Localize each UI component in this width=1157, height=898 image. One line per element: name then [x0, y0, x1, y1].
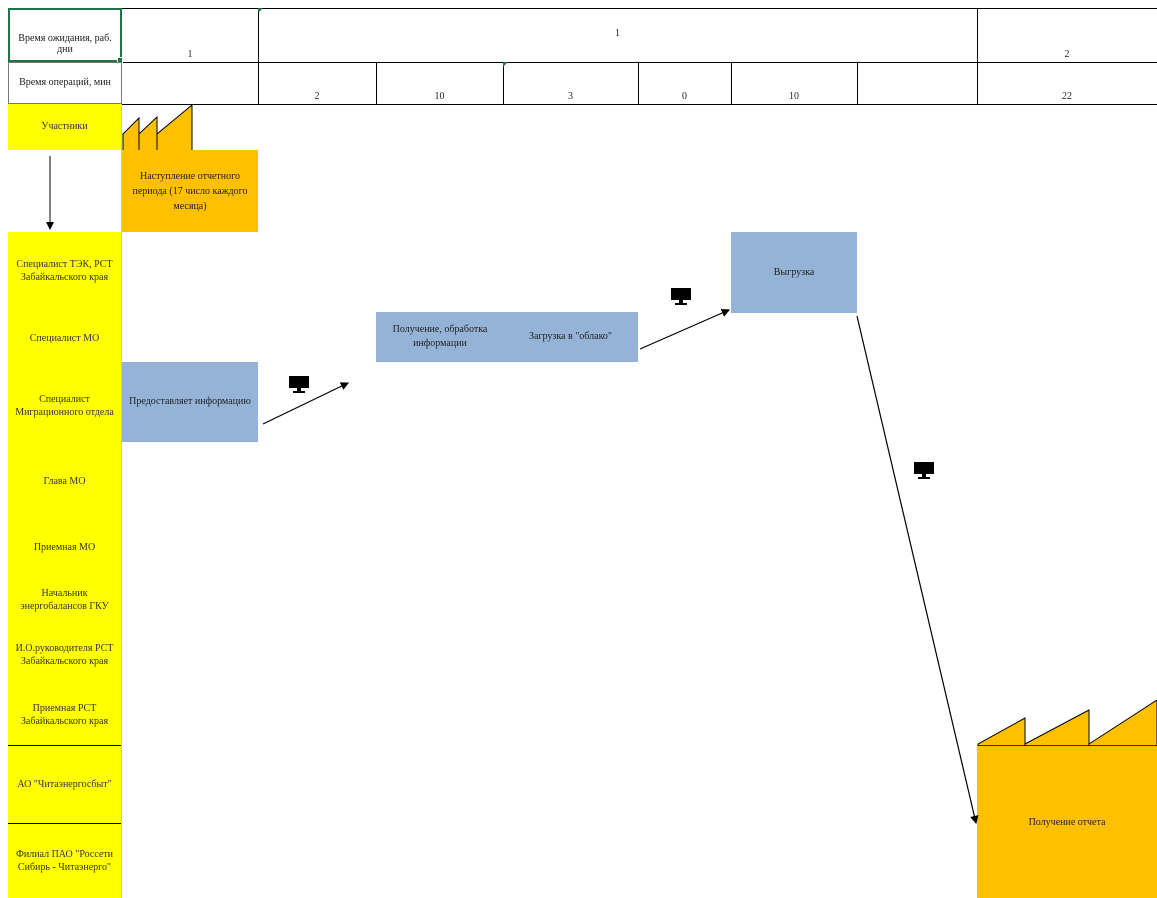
header-vline-6 [731, 62, 732, 104]
lanes-column [8, 104, 121, 898]
computer-icon [671, 288, 691, 305]
op-value: 0 [682, 90, 687, 102]
start-event-box[interactable]: Наступление отчетного периода (17 число … [122, 150, 258, 232]
op-value-cell[interactable]: 10 [376, 62, 503, 104]
lane-label: АО "Читаэнергосбыт" [17, 778, 112, 790]
export-label: Выгрузка [773, 266, 815, 278]
arrow-export-to-report [856, 315, 979, 825]
header-vline-3 [376, 62, 377, 104]
computer-icon [289, 376, 309, 393]
lane-row: Специалист Миграционного отдела [8, 368, 121, 444]
comment-marker [503, 62, 508, 67]
header-vline-5 [638, 62, 639, 104]
lane-label: Глава МО [43, 476, 86, 488]
wait-value-cell[interactable]: 1 [258, 8, 977, 62]
upload-cloud-label: Загрузка в "облако" [528, 331, 613, 342]
participants-arrow-box [8, 150, 121, 232]
lane-row: Специалист МО [8, 310, 121, 368]
computer-icon [914, 462, 934, 479]
wait-time-header-cell[interactable]: Время ожидания, раб. дни [8, 8, 122, 62]
op-value-cell[interactable]: 2 [258, 62, 376, 104]
wait-time-label: Время ожидания, раб. дни [18, 32, 112, 56]
upload-cloud-box[interactable]: Загрузка в "облако" [503, 312, 638, 362]
down-arrow-icon [46, 156, 54, 230]
lanes-column-border [121, 104, 122, 898]
op-value: 22 [1062, 90, 1072, 102]
op-value-cell[interactable]: 10 [731, 62, 857, 104]
header-vline-4 [503, 62, 504, 104]
wait-value: 2 [1064, 48, 1070, 60]
lane-label: Филиал ПАО "Россети Сибирь - Читаэнерго" [15, 848, 114, 874]
op-time-label: Время операций, мин [19, 77, 111, 89]
provide-info-box[interactable]: Предоставляет информацию [122, 362, 258, 442]
op-value: 2 [314, 90, 320, 102]
start-event-label: Наступление отчетного периода (17 число … [132, 170, 248, 212]
receive-info-box[interactable]: Получение, обработка информации [376, 312, 504, 362]
header-vline-1 [258, 8, 259, 104]
lane-participants: Участники [8, 104, 121, 150]
wait-value-cell[interactable]: 1 [122, 8, 258, 62]
lane-label: Начальник энергобалансов ГКУ [20, 587, 109, 613]
receive-info-label: Получение, обработка информации [392, 324, 488, 349]
header-bottom-border [122, 104, 1157, 105]
lane-row: Начальник энергобалансов ГКУ [8, 576, 121, 624]
header-mid-border [122, 62, 1157, 63]
lane-row: Приемная РСТ Забайкальского края [8, 686, 121, 744]
lane-label: И.О.руководителя РСТ Забайкальского края [15, 642, 114, 668]
lane-label: Специалист ТЭК, РСТ Забайкальского края [16, 258, 113, 284]
report-label: Получение отчета [1028, 816, 1106, 828]
lane-row: Филиал ПАО "Россети Сибирь - Читаэнерго" [8, 824, 121, 898]
lane-row: Глава МО [8, 444, 121, 520]
lane-label: Специалист Миграционного отдела [15, 393, 114, 419]
lane-divider [8, 745, 121, 746]
lane-row: И.О.руководителя РСТ Забайкальского края [8, 624, 121, 686]
lane-row: АО "Читаэнергосбыт" [8, 746, 121, 823]
wait-value-cell[interactable]: 2 [977, 8, 1157, 62]
op-time-header-cell[interactable]: Время операций, мин [8, 62, 122, 104]
op-value: 10 [789, 90, 799, 102]
lane-row: Приемная МО [8, 520, 121, 576]
header-vline-7 [857, 62, 858, 104]
header-top-border [122, 8, 1157, 9]
wait-value: 1 [187, 48, 193, 60]
op-value: 3 [568, 90, 573, 102]
wait-value: 1 [615, 28, 620, 39]
lane-divider [8, 823, 121, 824]
comment-marker [258, 8, 263, 13]
report-box[interactable]: Получение отчета [977, 746, 1157, 898]
op-value-cell[interactable]: 0 [638, 62, 731, 104]
lane-label: Специалист МО [29, 333, 100, 345]
arrow-provide-to-receive [262, 382, 350, 425]
op-value-cell[interactable]: 3 [503, 62, 638, 104]
provide-info-label: Предоставляет информацию [129, 396, 251, 407]
lane-row: Специалист ТЭК, РСТ Забайкальского края [8, 232, 121, 310]
lane-label: Приемная РСТ Забайкальского края [20, 702, 109, 728]
op-value: 10 [434, 90, 445, 102]
lane-participants-label: Участники [41, 121, 88, 133]
header-vline-2 [977, 8, 978, 104]
arrow-upload-to-export [639, 309, 731, 350]
lane-label: Приемная МО [33, 542, 96, 554]
factory-icon [122, 104, 193, 152]
export-box[interactable]: Выгрузка [731, 232, 857, 313]
op-value-cell[interactable]: 22 [977, 62, 1157, 104]
